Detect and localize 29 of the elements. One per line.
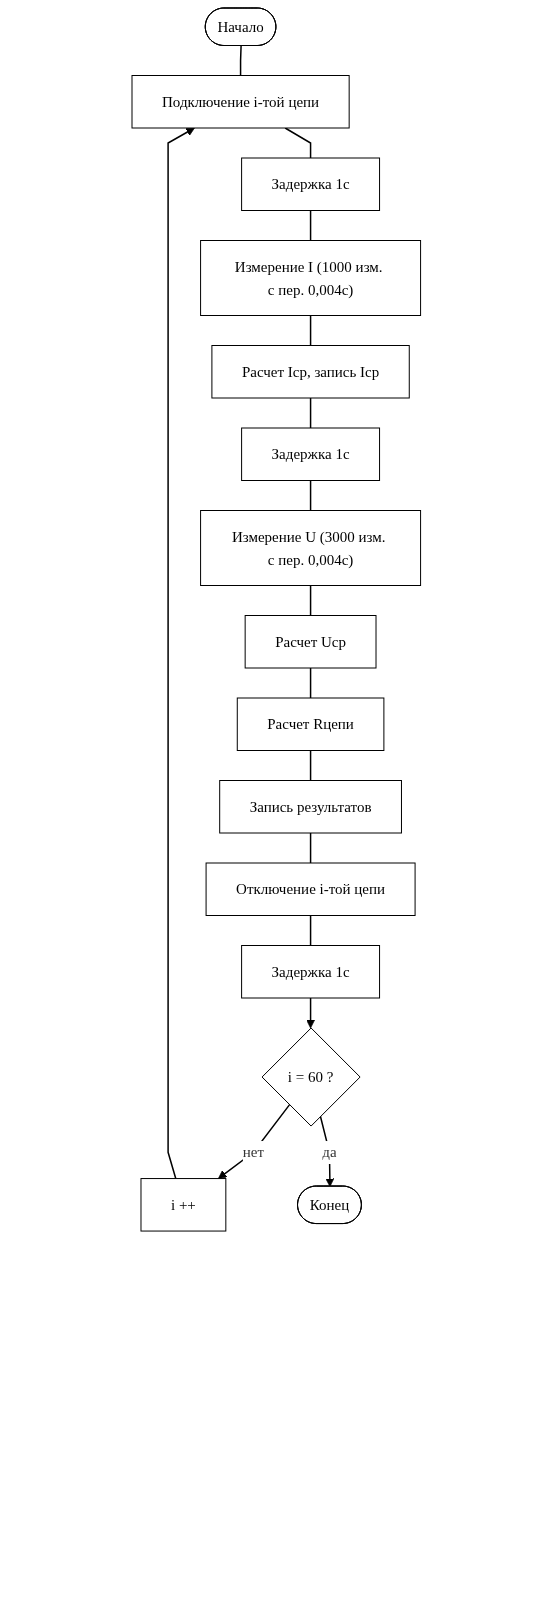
node-box: Запись результатов [219, 780, 403, 834]
arrow [167, 127, 196, 1180]
arrow [218, 1104, 291, 1179]
connector [310, 314, 312, 347]
edge-label: нет [242, 1144, 265, 1161]
connector [310, 397, 312, 429]
node-box: Расчет Uср [244, 615, 377, 669]
connector [310, 584, 312, 617]
node-diamond: i = 60 ? [261, 1027, 361, 1127]
connector [284, 127, 312, 159]
edge-label: да [322, 1144, 337, 1161]
connector [240, 45, 243, 77]
connector [310, 479, 312, 512]
connector [310, 914, 312, 947]
node-box: Отключение i-той цепи [205, 862, 416, 916]
node-box: Расчет Rцепи [237, 697, 385, 751]
node-box: Задержка 1с [241, 945, 381, 999]
connector [310, 667, 312, 699]
node-box: Задержка 1с [241, 427, 381, 481]
connector [310, 832, 312, 864]
node-box: Измерение I (1000 изм. с пер. 0,004с) [200, 240, 422, 316]
node-box: Измерение U (3000 изм. с пер. 0,004с) [200, 510, 422, 586]
node-box: Подключение i-той цепи [131, 75, 350, 129]
node-box: i ++ [140, 1178, 227, 1232]
node-box: Расчет Iср, запись Iср [211, 345, 410, 399]
connector [310, 209, 312, 242]
node-box: Задержка 1с [241, 157, 381, 211]
arrow [306, 997, 316, 1029]
connector [310, 749, 312, 782]
